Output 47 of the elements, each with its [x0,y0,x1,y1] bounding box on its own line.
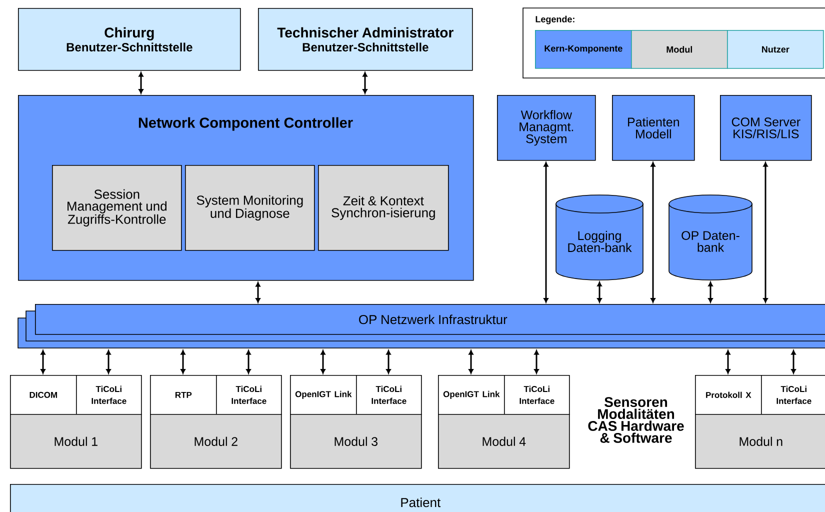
user-interface-box: Chirurg Benutzer-Schnittstelle [18,8,241,71]
arrow [386,350,391,374]
interface-box: TiCoLi Interface [356,375,422,415]
module-box: Modul n [695,414,825,469]
module-box: Modul 2 [150,414,282,469]
interface-box: TiCoLi Interface [216,375,282,415]
arrow [256,282,260,303]
component-box: Zeit & Kontext Synchron-isierung [318,165,449,251]
component-box: Workflow Managmt. System [497,95,596,161]
arrow [726,350,730,374]
arrow [650,162,656,303]
arrow [180,350,186,374]
arrow [40,350,46,374]
arrow [534,350,539,374]
arrow [468,350,474,374]
arrow [138,72,144,94]
component-box: COM Server KIS/RIS/LIS [720,95,812,161]
interface-box: DICOM [10,375,77,415]
arrow [791,350,796,374]
database-cylinder: Logging Daten-bank [556,194,644,280]
interface-box: TiCoLi Interface [76,375,142,415]
arrow [544,162,548,303]
arrow [362,72,368,94]
interface-box: Protokoll X [695,375,762,415]
arrow [708,282,713,303]
module-box: Modul 1 [10,414,142,469]
component-box: System Monitoring und Diagnose [185,165,315,251]
arrow [597,282,602,303]
module-box: Modul 4 [438,414,570,469]
module-box: Modul 3 [290,414,422,469]
interface-box: TiCoLi Interface [504,375,570,415]
arrow [106,350,111,374]
network-band: OP Netzwerk Infrastruktur [18,304,825,348]
legend-title: Legende: [536,16,574,24]
component-box: Patienten Modell [612,95,695,161]
interface-box: OpenIGT Link [290,375,357,415]
interface-box: TiCoLi Interface [761,375,825,415]
arrow [763,162,768,303]
interface-box: RTP [150,375,217,415]
database-cylinder: OP Daten-bank [668,194,752,280]
component-box: Session Management und Zugriffs-Kontrolle [52,165,182,251]
patient-band: Patient [10,484,825,512]
interface-box: OpenIGT Link [438,375,505,415]
arrow [246,350,251,374]
arrow [320,350,326,374]
group-label: Sensoren Modalitäten CAS Hardware & Software [588,397,684,443]
user-interface-box: Technischer Administrator Benutzer-Schnittstelle [258,8,473,71]
